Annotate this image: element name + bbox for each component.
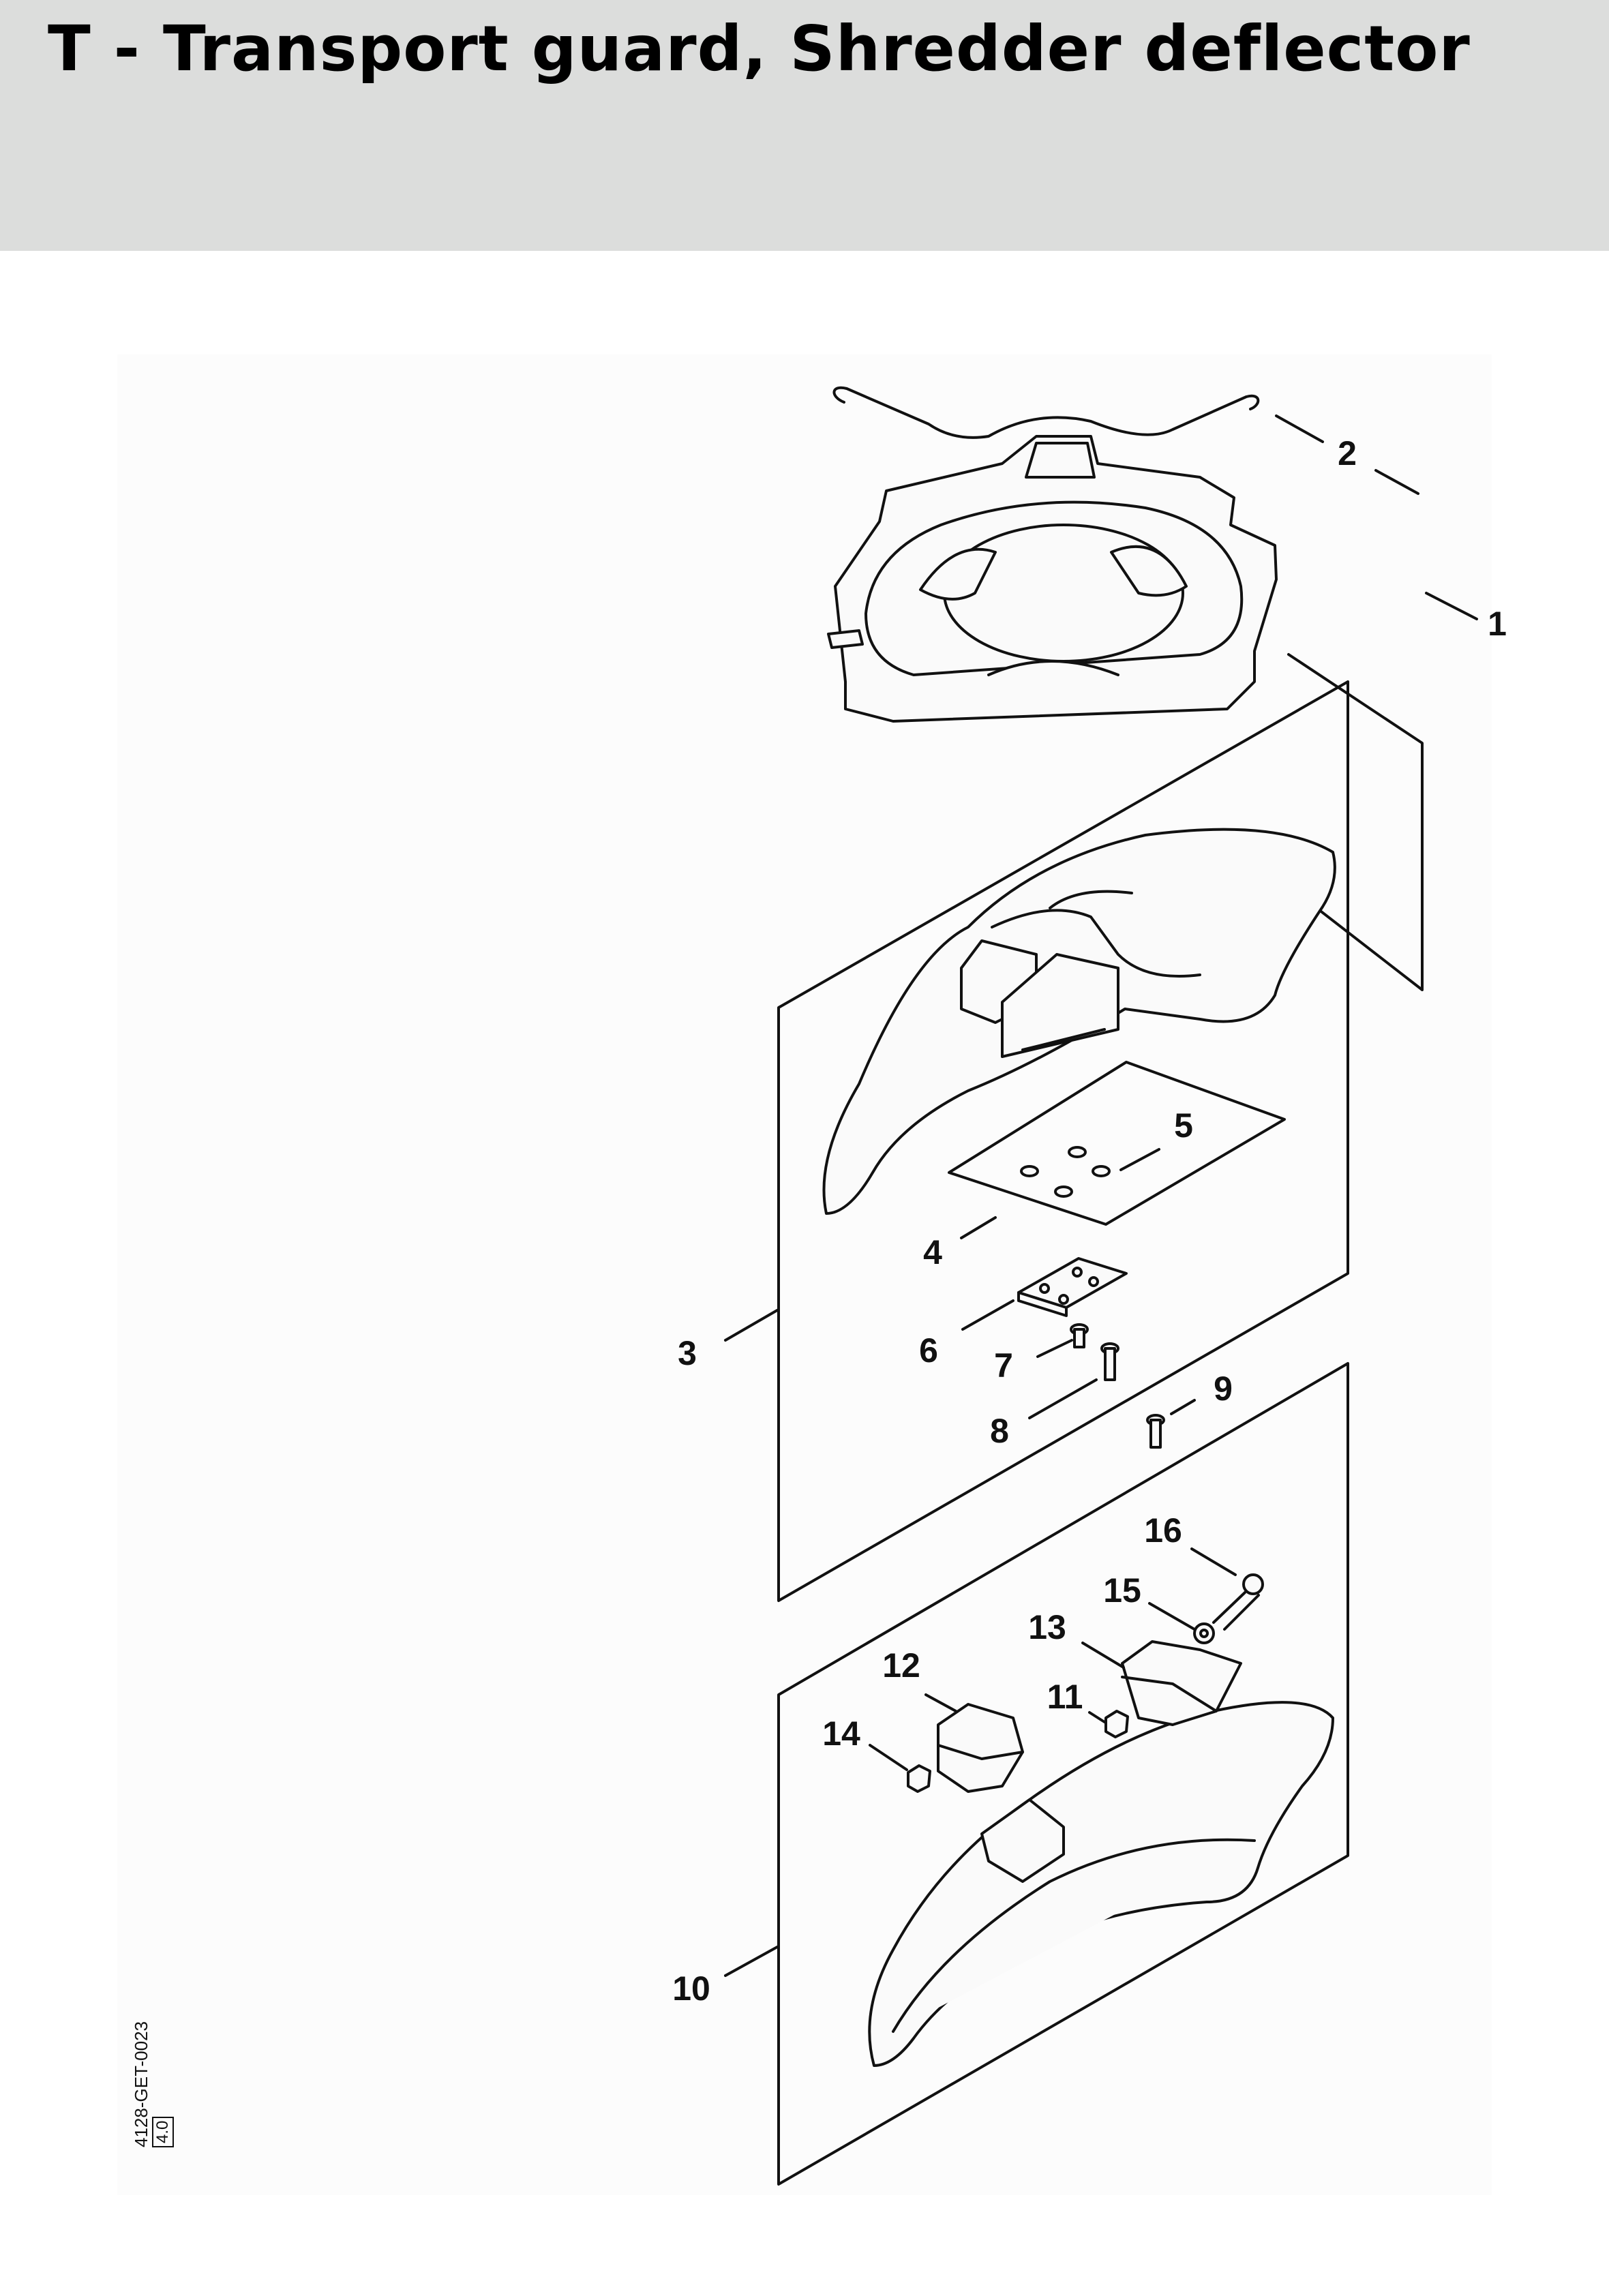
callout-12: 12 xyxy=(882,1646,920,1685)
part-6-bracket-plate xyxy=(1017,1257,1128,1317)
leader-lines xyxy=(724,414,1478,1977)
part-11-nut xyxy=(1104,1710,1129,1738)
callout-2: 2 xyxy=(1338,434,1357,472)
callout-11: 11 xyxy=(1047,1678,1083,1716)
part-5-holes xyxy=(1020,1146,1111,1198)
drawing-id: 4128-GET-0023 xyxy=(131,2021,151,2147)
part-2-wire-clip xyxy=(832,386,1260,439)
callout-1: 1 xyxy=(1488,605,1507,643)
drawing-version: 4.0 xyxy=(152,2116,174,2147)
part-3-shredder-deflector xyxy=(822,828,1336,1215)
callout-16: 16 xyxy=(1144,1511,1182,1550)
callout-10: 10 xyxy=(672,1969,710,2008)
callouts: 1 2 3 4 5 6 7 8 9 10 11 12 13 14 15 16 xyxy=(672,434,1507,2008)
callout-14: 14 xyxy=(822,1715,860,1753)
callout-8: 8 xyxy=(990,1412,1009,1450)
bracket-1 xyxy=(1287,653,1424,991)
part-12-clamp xyxy=(937,1703,1024,1793)
part-9-screw xyxy=(1146,1414,1165,1449)
part-15-washer xyxy=(1193,1622,1215,1644)
callout-13: 13 xyxy=(1028,1608,1066,1646)
callout-6: 6 xyxy=(919,1331,938,1370)
page-title: T - Transport guard, Shredder deflector xyxy=(48,12,1471,85)
callout-15: 15 xyxy=(1103,1571,1141,1610)
part-8-screw xyxy=(1100,1342,1119,1381)
callout-4: 4 xyxy=(923,1233,942,1271)
assembly-frame-10 xyxy=(777,1362,1349,2186)
diagram-panel xyxy=(117,354,1492,2195)
callout-5: 5 xyxy=(1174,1106,1193,1145)
assembly-frame-3 xyxy=(777,680,1349,1602)
part-13-clamp xyxy=(1121,1640,1242,1726)
part-1-transport-guard xyxy=(827,435,1278,723)
part-7-screw xyxy=(1070,1323,1089,1348)
callout-3: 3 xyxy=(678,1334,697,1372)
page-header: T - Transport guard, Shredder deflector xyxy=(0,0,1609,251)
part-10-deflector xyxy=(868,1701,1334,2067)
callout-7: 7 xyxy=(994,1346,1013,1385)
part-4-plate xyxy=(948,1061,1286,1226)
part-16-bolt xyxy=(1212,1573,1264,1631)
drawing-id-stamp: 4128-GET-0023 4.0 xyxy=(131,2021,174,2147)
part-14-nut xyxy=(907,1764,931,1793)
callout-9: 9 xyxy=(1214,1370,1233,1408)
